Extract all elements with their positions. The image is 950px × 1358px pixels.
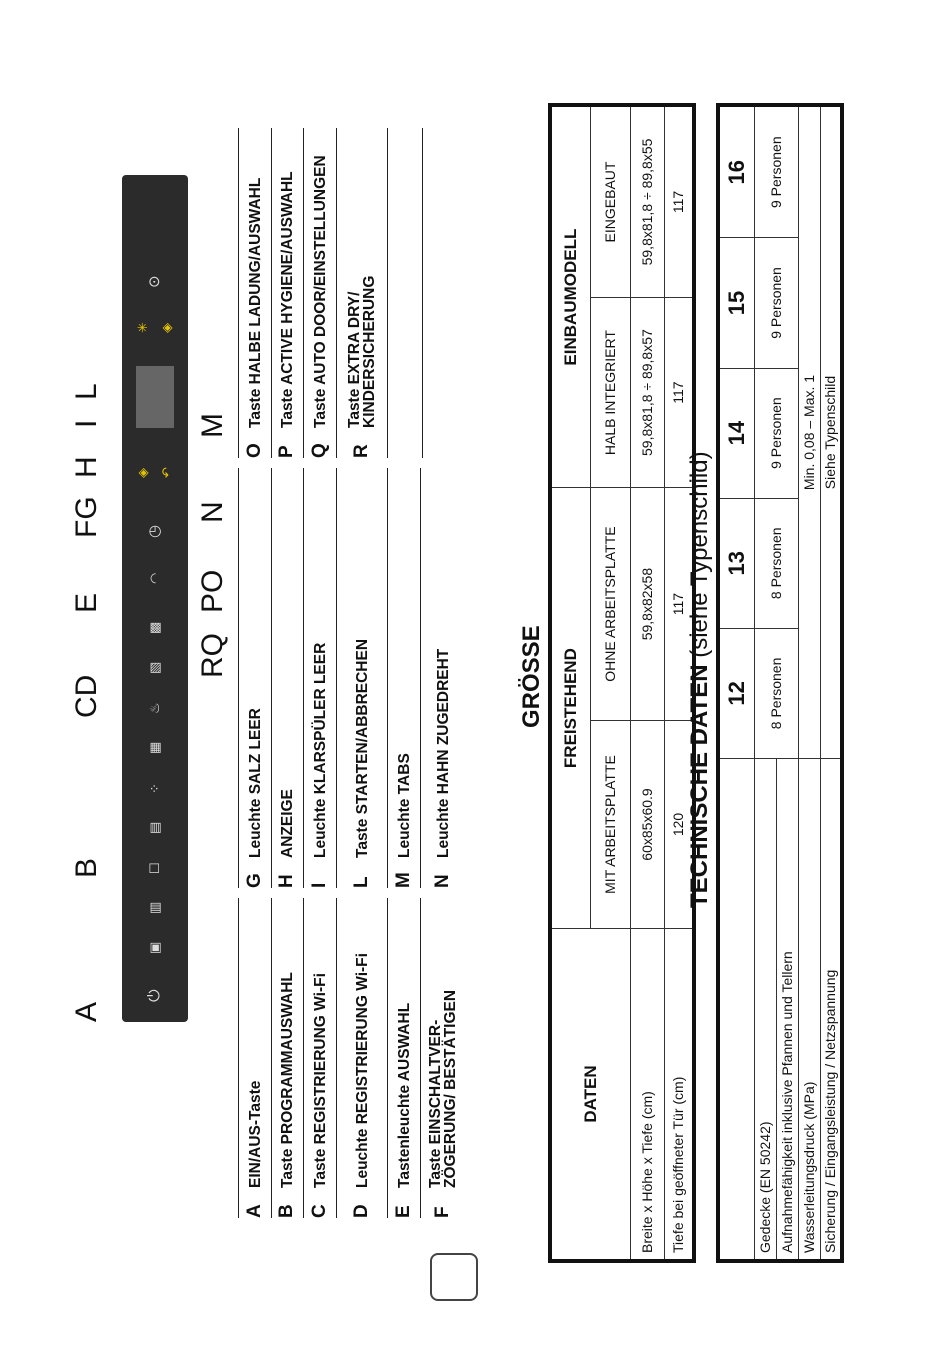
model-16: 16	[718, 105, 754, 238]
legend-c: C Taste REGISTRIERUNG Wi-Fi	[304, 898, 337, 1218]
model-15: 15	[718, 237, 754, 369]
legend-d: D Leuchte REGISTRIERUNG Wi-Fi	[337, 898, 388, 1218]
label-b: B	[70, 857, 103, 878]
cell: 9 Personen	[754, 105, 798, 238]
tabs-icon: ◈	[159, 323, 174, 333]
legend-g: G Leuchte SALZ LEER	[238, 468, 272, 888]
cell: 8 Personen	[754, 498, 798, 629]
label-e: E	[70, 592, 103, 613]
table-row: Wasserleitungsdruck (MPa) Min. 0,08 – Ma…	[798, 105, 820, 1261]
label-n: N	[196, 501, 229, 523]
size-title: GRÖSSE	[518, 625, 545, 728]
legend-q: Q Taste AUTO DOOR/EINSTELLUNGEN	[304, 128, 337, 458]
cell: 9 Personen	[754, 368, 798, 499]
legend-l: L Taste STARTEN/ABBRECHEN	[337, 468, 388, 888]
size-header-built: EINBAUMODELL	[550, 105, 590, 488]
cell: 9 Personen	[754, 237, 798, 369]
table-row: Gedecke (EN 50242) 8 Personen 8 Personen…	[754, 105, 798, 1261]
size-header-free: FREISTEHEND	[550, 487, 590, 929]
program-icon-6: ▦	[147, 741, 162, 754]
size-subheader: HALB INTEGRIERT	[590, 297, 630, 488]
program-icon-5: ⁘	[147, 783, 162, 794]
size-table-full: DATEN FREISTEHEND EINBAUMODELL MIT ARBEI…	[548, 103, 696, 1263]
label-po: PO	[196, 569, 229, 613]
table-row: Sicherung / Eingangsleistung / Netzspann…	[820, 105, 842, 1261]
cell-merged: Min. 0,08 – Max. 1	[798, 105, 820, 759]
legend-i: I Leuchte KLARSPÜLER LEER	[304, 468, 337, 888]
program-icon-8: ▧	[147, 661, 162, 674]
legend-n: N Leuchte HAHN ZUGEDREHT	[432, 648, 453, 888]
legend-p: P Taste ACTIVE HYGIENE/AUSWAHL	[271, 128, 304, 458]
label-l: L	[70, 383, 103, 400]
cell: 59,8x81,8 ÷ 89,8x57	[630, 297, 664, 488]
row-label: Breite x Höhe x Tiefe (cm)	[630, 928, 664, 1261]
tap-icon: ↶	[159, 467, 174, 478]
start-icon: ⊙	[146, 275, 163, 288]
label-h: H	[70, 456, 103, 478]
program-icon-9: ▩	[147, 621, 162, 634]
cell: 8 Personen	[754, 628, 798, 759]
legend-o: O Taste HALBE LADUNG/AUSWAHL	[238, 128, 272, 458]
legend-r: R Taste EXTRA DRY/KINDERSICHERUNG	[337, 128, 388, 458]
control-panel-right: ◷ ◈ ↶ ✳ ◈ ⊙	[122, 175, 188, 558]
row-label: Tiefe bei geöffneter Tür (cm)	[664, 928, 694, 1261]
label-fg: FG	[70, 496, 103, 538]
delay-icon: ◷	[146, 524, 163, 538]
salt-icon: ◈	[135, 468, 150, 478]
tech-title: TECHNISCHE DATEN (siehe Typenschild)	[686, 451, 713, 908]
program-icon-1: ▣	[147, 941, 162, 954]
cell: 59,8x82x58	[630, 487, 664, 721]
legend-f: F Taste EINSCHALTVER-ZÖGERUNG/ BESTÄTIGE…	[427, 989, 459, 1218]
row-label: Gedecke (EN 50242)	[754, 758, 776, 1261]
legend-right-spacer	[388, 128, 423, 458]
legend-b: B Taste PROGRAMMAUSWAHL	[271, 898, 304, 1218]
cell-merged: Siehe Typenschild	[820, 105, 842, 759]
program-icon-3: ☐	[147, 862, 162, 874]
row-label: Wasserleitungsdruck (MPa)	[798, 758, 820, 1261]
legend-a: A EIN/AUS-Taste	[238, 898, 272, 1218]
model-12: 12	[718, 628, 754, 759]
label-i: I	[70, 419, 103, 428]
display	[136, 366, 174, 428]
size-subheader: MIT ARBEITSPLATTE	[590, 720, 630, 929]
label-rq: RQ	[196, 633, 229, 678]
legend-e: E Tastenleuchte AUSWAHL	[388, 898, 421, 1218]
size-subheader: OHNE ARBEITSPLATTE	[590, 487, 630, 721]
cell: 59,8x81,8 ÷ 89,8x55	[630, 105, 664, 298]
cell: 60x85x60.9	[630, 720, 664, 929]
power-icon: ⏻	[146, 989, 163, 1002]
size-subheader: EINGEBAUT	[590, 105, 630, 298]
legend-h: H ANZEIGE	[271, 468, 304, 888]
size-header-daten: DATEN	[550, 928, 630, 1261]
table-row: Breite x Höhe x Tiefe (cm) 60x85x60.9 59…	[630, 105, 664, 1261]
wifi-icon: ◠	[147, 572, 162, 584]
row-label: Sicherung / Eingangsleistung / Netzspann…	[820, 758, 842, 1261]
model-14: 14	[718, 368, 754, 499]
program-icon-4: ▤	[147, 821, 162, 834]
model-13: 13	[718, 498, 754, 629]
label-m: M	[196, 413, 229, 438]
page-number-box	[430, 1253, 478, 1301]
program-icon-2: ▥	[147, 901, 162, 914]
rinse-aid-icon: ✳	[135, 322, 150, 333]
program-icon-7: ♨	[147, 702, 162, 714]
tech-table: 12 13 14 15 16 Gedecke (EN 50242) 8 Pers…	[716, 103, 844, 1263]
legend-m: M Leuchte TABS	[388, 468, 421, 888]
label-a: A	[70, 1001, 103, 1022]
row-label: Aufnahmefähigkeit inklusive Pfannen und …	[776, 758, 798, 1261]
label-cd: CD	[70, 674, 103, 718]
